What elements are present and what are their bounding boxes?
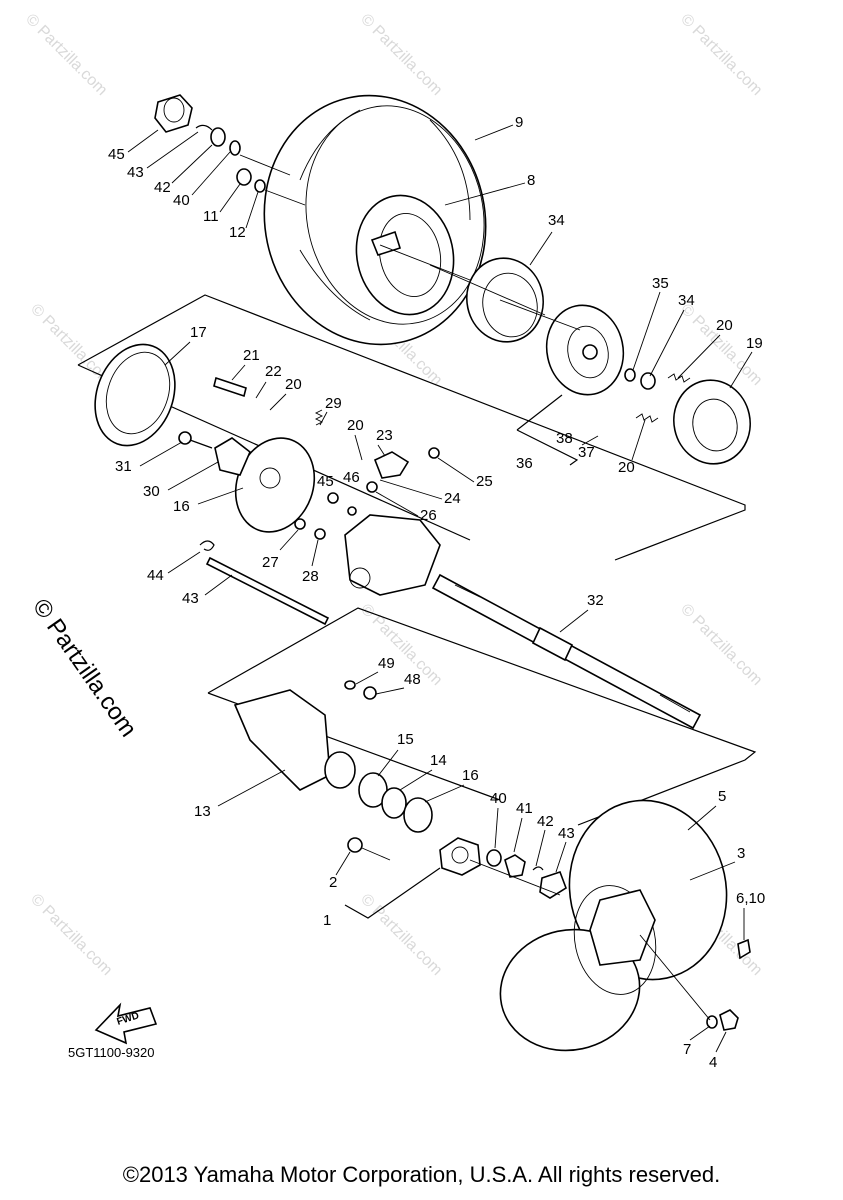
part-label: 23 [376, 427, 393, 444]
part-label: 38 [556, 430, 573, 447]
part-label: 2 [329, 874, 337, 891]
watermark: © Partzilla.com [357, 11, 445, 99]
part-label: 34 [548, 212, 565, 229]
part-label: 43 [558, 825, 575, 842]
part-label: 40 [173, 192, 190, 209]
part-label: 48 [404, 671, 421, 688]
part-label: 34 [678, 292, 695, 309]
part-label: 8 [527, 172, 535, 189]
rear-wheel-upper [154, 94, 751, 465]
part-label: 11 [203, 208, 219, 225]
part-label: 17 [190, 324, 207, 341]
part-label: 28 [302, 568, 319, 585]
part-label: 20 [347, 417, 364, 434]
part-label: 43 [182, 590, 199, 607]
rear-wheel-lower [347, 799, 751, 1052]
part-label: 32 [587, 592, 604, 609]
part-label: 1 [323, 912, 331, 929]
part-label: 25 [476, 473, 493, 490]
part-label: 42 [154, 179, 171, 196]
part-label: 20 [716, 317, 733, 334]
part-label: 16 [462, 767, 479, 784]
watermark: © Partzilla.com [27, 891, 115, 979]
part-label: 19 [746, 335, 763, 352]
watermark-large: © Partzilla.com [27, 594, 142, 742]
axle-housing-group [207, 607, 757, 833]
watermark: © Partzilla.com [677, 11, 765, 99]
part-label: 43 [127, 164, 144, 181]
part-label: 16 [173, 498, 190, 515]
part-label: 24 [444, 490, 461, 507]
part-label: 14 [430, 752, 447, 769]
part-label: 31 [115, 458, 132, 475]
part-label: 29 [325, 395, 342, 412]
part-label: 42 [537, 813, 554, 830]
part-label: 30 [143, 483, 160, 500]
copyright-text: ©2013 Yamaha Motor Corporation, U.S.A. A… [122, 1162, 721, 1187]
part-label: 36 [516, 455, 533, 472]
rear-axle [431, 573, 702, 730]
watermark: © Partzilla.com [357, 891, 445, 979]
part-label: 40 [490, 790, 507, 807]
part-label: 6,10 [736, 890, 765, 907]
part-label: 46 [343, 469, 360, 486]
diagram-code: 5GT1100-9320 [68, 1045, 155, 1060]
watermark: © Partzilla.com [22, 11, 110, 99]
fwd-arrow: FWD [94, 1002, 158, 1045]
part-label: 13 [194, 803, 211, 820]
part-label: 15 [397, 731, 414, 748]
part-label: 27 [262, 554, 279, 571]
part-label: 26 [420, 507, 437, 524]
brake-panel-group [77, 294, 746, 626]
part-label: 49 [378, 655, 395, 672]
part-label: 12 [229, 224, 246, 241]
part-label: 4 [709, 1054, 717, 1071]
part-label: 37 [578, 444, 595, 461]
part-label: 9 [515, 114, 523, 131]
part-label: 35 [652, 275, 669, 292]
part-label: 20 [285, 376, 302, 393]
part-label: 20 [618, 459, 635, 476]
part-label: 5 [718, 788, 726, 805]
part-label: 22 [265, 363, 282, 380]
part-label: 41 [516, 800, 533, 817]
part-label: 21 [243, 347, 260, 364]
part-label: 3 [737, 845, 745, 862]
part-labels: 9 8 34 45 43 42 40 11 12 35 34 20 19 38 … [108, 114, 765, 1071]
watermark: © Partzilla.com [677, 601, 765, 689]
part-label: 7 [683, 1041, 691, 1058]
part-label: 45 [317, 473, 334, 490]
part-label: 45 [108, 146, 125, 163]
part-label: 44 [147, 567, 164, 584]
